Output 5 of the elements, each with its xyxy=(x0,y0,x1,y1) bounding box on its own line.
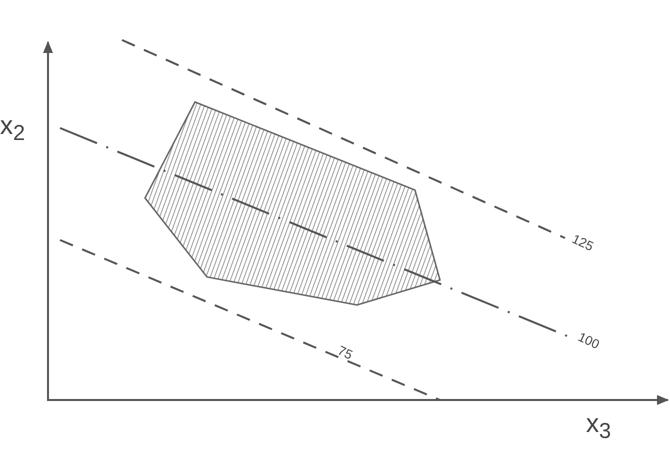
axis-label: x$_{2}$ xyxy=(0,112,26,144)
axis-label: x$_{3}$ xyxy=(586,410,612,442)
line-value-label: 100 xyxy=(576,330,602,351)
line-value-label: 125 xyxy=(570,232,596,253)
line-value-label: 75 xyxy=(336,344,355,362)
